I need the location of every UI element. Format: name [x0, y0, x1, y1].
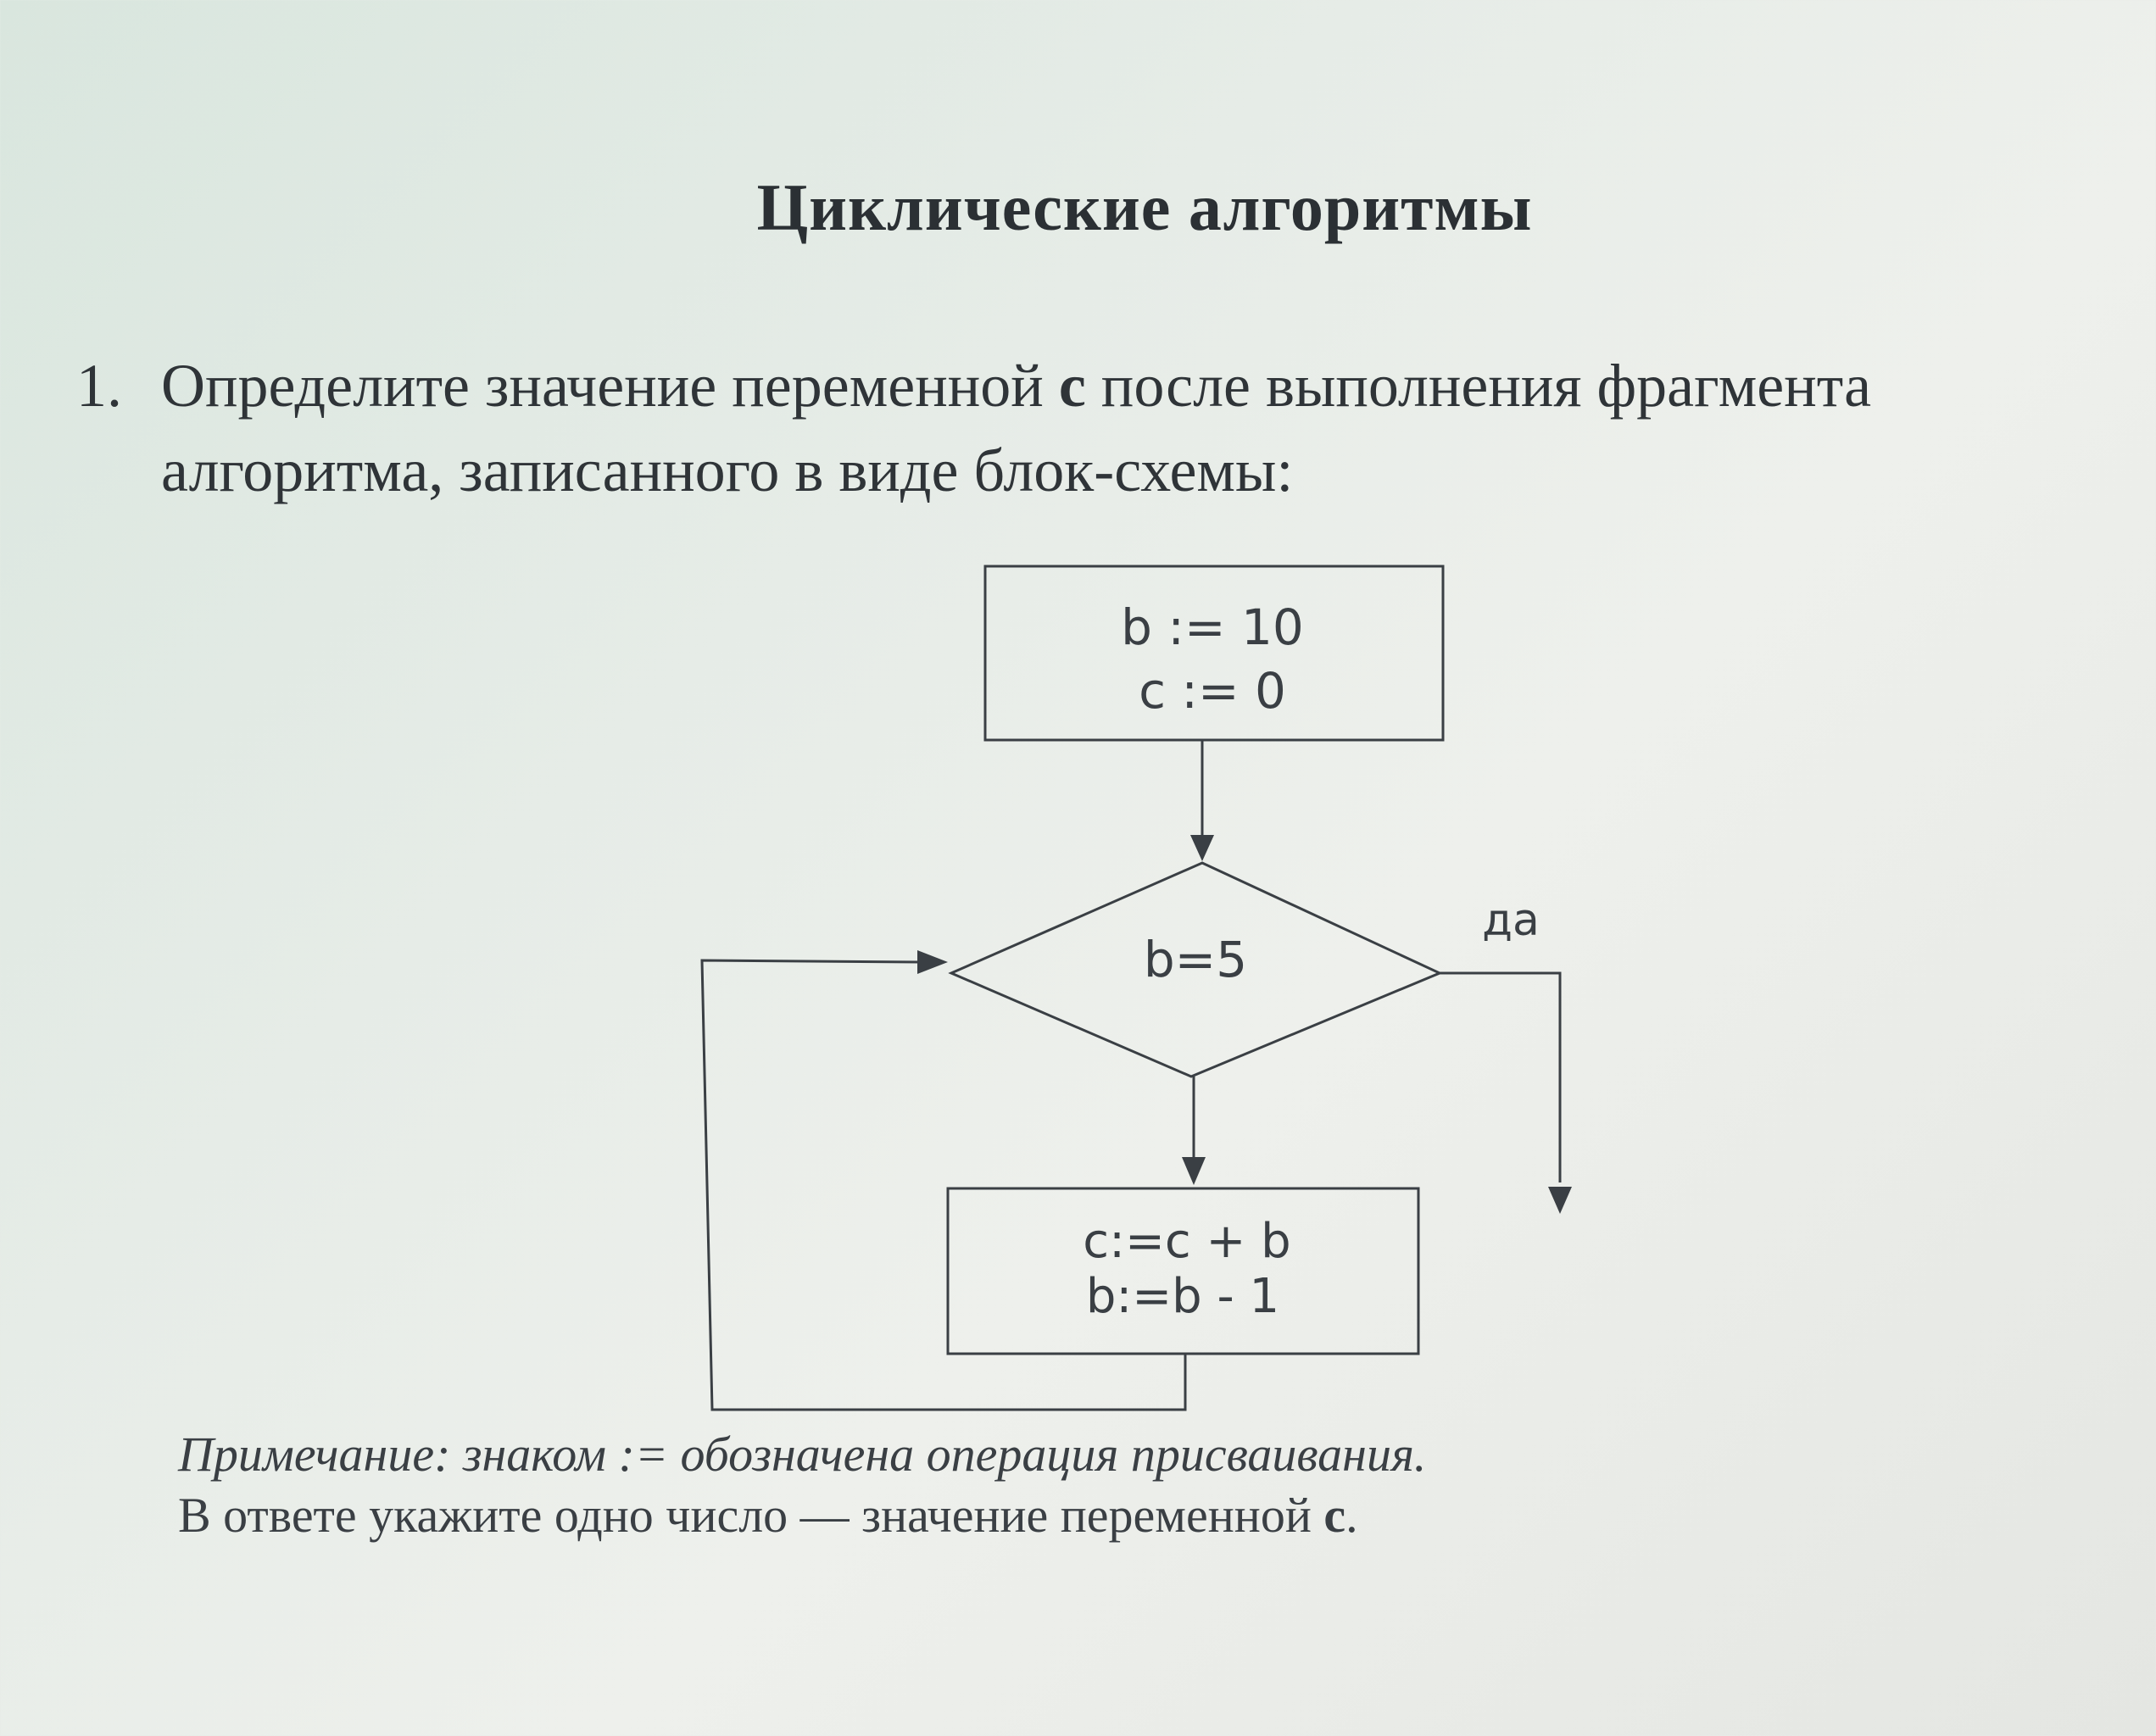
- arrowhead-condition-to-loop: [1182, 1157, 1206, 1185]
- note-line-2-after: .: [1345, 1488, 1358, 1543]
- note-variable: c: [1323, 1488, 1346, 1543]
- question-text: Определите значение переменной c после в…: [161, 343, 2094, 513]
- init-block: [983, 565, 1445, 742]
- page-title: Циклические алгоритмы: [756, 170, 1533, 244]
- question-number: 1.: [76, 352, 122, 420]
- loop-back-line: [700, 959, 1187, 1411]
- condition-text: b=5: [1144, 931, 1247, 988]
- init-line-2: c := 0: [1139, 662, 1286, 720]
- init-line-1: b := 10: [1121, 598, 1304, 656]
- note-line-1: Примечание: знаком := обозначена операци…: [178, 1427, 1427, 1482]
- note-line-2-before: В ответе укажите одно число — значение п…: [178, 1488, 1324, 1543]
- arrowhead-loop-back: [917, 950, 948, 974]
- question-variable: c: [1058, 352, 1086, 420]
- loop-block: [946, 1187, 1420, 1355]
- arrowhead-yes-branch: [1548, 1187, 1572, 1214]
- question-text-after: после выполнения фрагмента алгоритма, за…: [161, 352, 1872, 504]
- note-line-2: В ответе укажите одно число — значение п…: [178, 1485, 2043, 1546]
- loop-line-2: b:=b - 1: [1086, 1269, 1279, 1324]
- note: Примечание: знаком := обозначена операци…: [178, 1424, 2043, 1546]
- yes-label: да: [1482, 895, 1540, 946]
- arrowhead-init-to-condition: [1190, 835, 1214, 861]
- condition-diamond: [948, 861, 1443, 1078]
- loop-line-1: c:=c + b: [1083, 1214, 1290, 1269]
- question-text-before: Определите значение переменной: [161, 352, 1059, 420]
- yes-branch-line: [1440, 971, 1562, 1182]
